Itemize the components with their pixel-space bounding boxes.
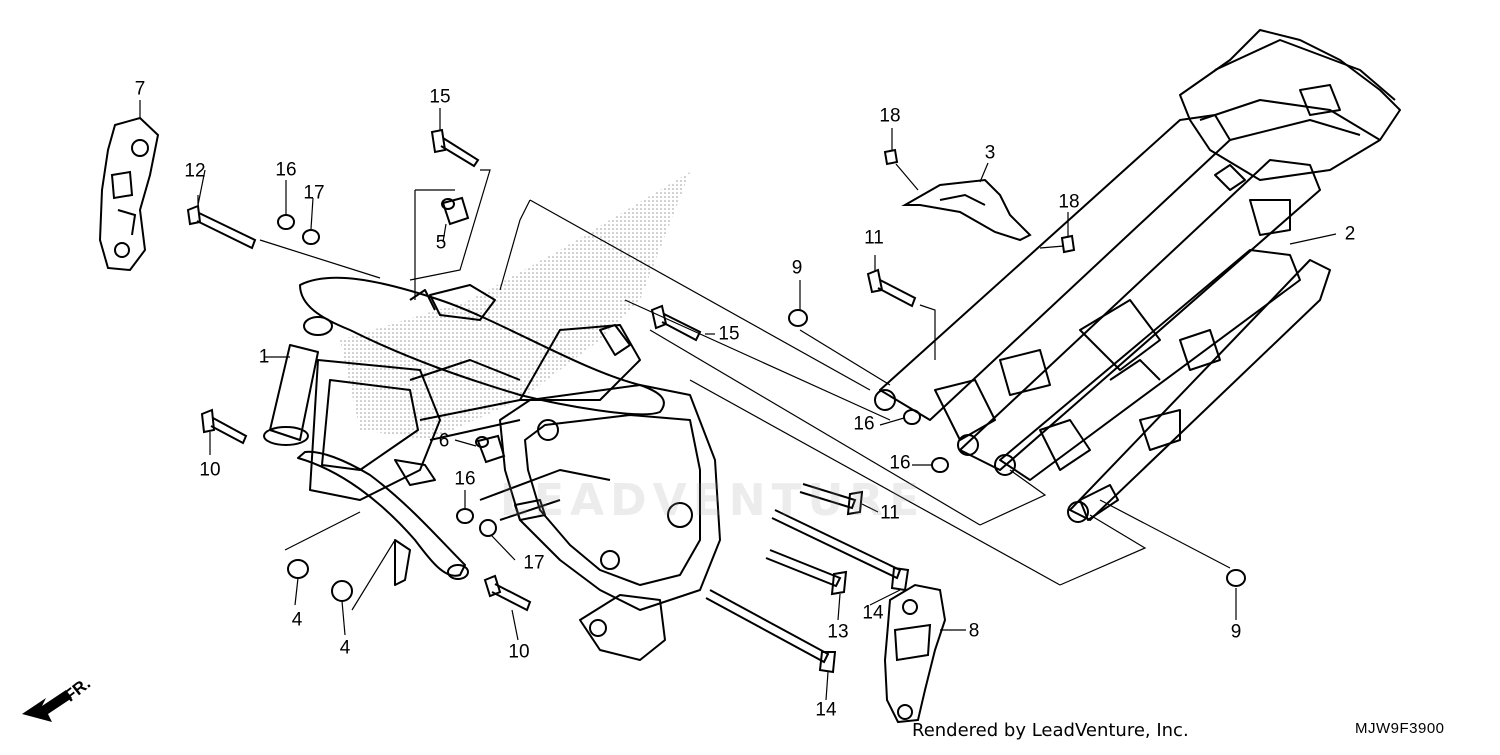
shading-area bbox=[340, 172, 690, 440]
callout-14: 14 bbox=[862, 602, 884, 624]
callout-3: 3 bbox=[984, 142, 996, 164]
callout-17: 17 bbox=[303, 182, 325, 204]
plate-7 bbox=[98, 116, 160, 272]
diagram-code: MJW9F3900 bbox=[1355, 720, 1445, 737]
leader-lines bbox=[139, 100, 1337, 701]
callout-4: 4 bbox=[291, 609, 303, 631]
callout-15: 15 bbox=[429, 86, 451, 108]
callout-16c: 16 bbox=[853, 413, 875, 435]
callout-18b: 18 bbox=[1058, 191, 1080, 213]
watermark: LEADVENTURE bbox=[500, 475, 926, 526]
callout-18: 18 bbox=[879, 105, 901, 127]
callout-16b: 16 bbox=[454, 468, 476, 490]
callout-9b: 9 bbox=[1230, 621, 1242, 643]
callout-16: 16 bbox=[275, 159, 297, 181]
callout-2: 2 bbox=[1344, 223, 1356, 245]
bracket-3 bbox=[901, 178, 1032, 242]
plate-8 bbox=[883, 583, 947, 724]
callout-17b: 17 bbox=[523, 552, 545, 574]
callout-16d: 16 bbox=[889, 452, 911, 474]
rear-subframe-body bbox=[874, 29, 1401, 523]
front-direction-arrow bbox=[22, 690, 72, 722]
callout-4b: 4 bbox=[339, 637, 351, 659]
callout-12: 12 bbox=[184, 160, 206, 182]
callout-15b: 15 bbox=[718, 323, 740, 345]
callout-10: 10 bbox=[199, 459, 221, 481]
bolts bbox=[186, 128, 1076, 674]
callout-7: 7 bbox=[134, 78, 146, 100]
callout-11: 11 bbox=[864, 227, 884, 249]
callout-5: 5 bbox=[435, 232, 447, 254]
render-credit: Rendered by LeadVenture, Inc. bbox=[912, 720, 1189, 741]
front-frame-body bbox=[263, 276, 721, 661]
callout-13: 13 bbox=[827, 621, 849, 643]
callout-10b: 10 bbox=[508, 641, 530, 663]
callout-14b: 14 bbox=[815, 699, 837, 721]
callout-9: 9 bbox=[791, 257, 803, 279]
callout-1: 1 bbox=[258, 346, 270, 368]
callout-6: 6 bbox=[438, 430, 450, 452]
callout-11b: 11 bbox=[880, 502, 900, 524]
callout-8: 8 bbox=[968, 620, 980, 642]
